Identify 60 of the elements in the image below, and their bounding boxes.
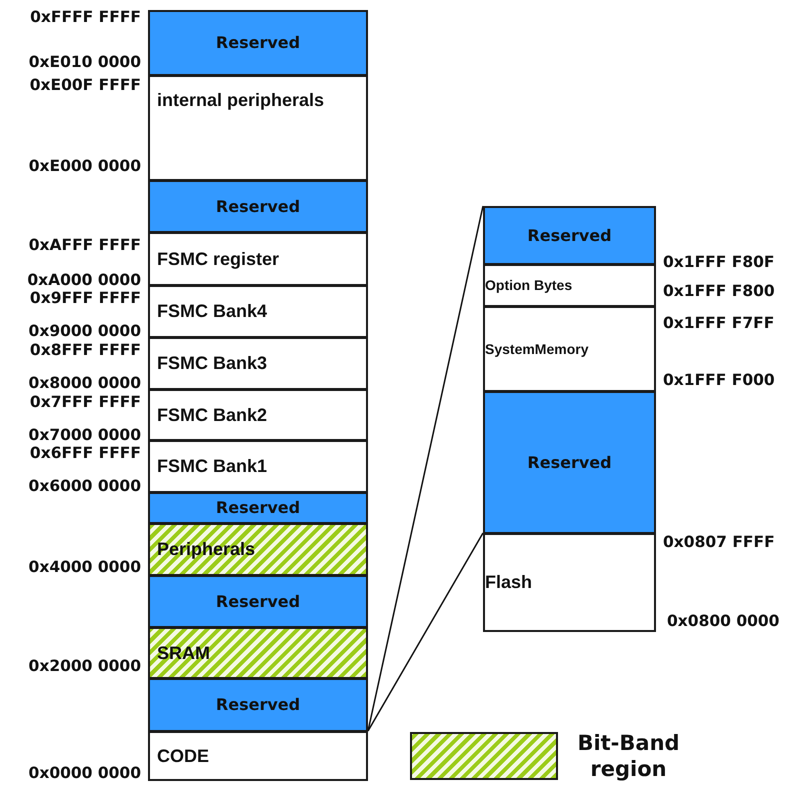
region-label: FSMC register <box>157 248 280 271</box>
address-label: 0x7FFF FFFF <box>30 393 141 411</box>
region-label: SystemMemory <box>485 340 588 359</box>
address-label: 0x7000 0000 <box>28 426 141 444</box>
reserved-region <box>148 678 368 732</box>
reserved-region <box>148 575 368 628</box>
bit-band-region <box>148 627 368 679</box>
address-label: 0xE010 0000 <box>28 53 141 71</box>
reserved-region <box>148 492 368 524</box>
reserved-region <box>483 206 656 265</box>
region-label: internal peripherals <box>157 89 324 112</box>
address-label: 0xAFFF FFFF <box>28 236 141 254</box>
address-label: 0xE00F FFFF <box>30 76 141 94</box>
region-label: Reserved <box>216 32 300 54</box>
region-label: Reserved <box>216 196 300 218</box>
reserved-region <box>483 391 656 534</box>
region-label: FSMC Bank4 <box>157 300 268 324</box>
address-label: 0x0807 FFFF <box>663 533 775 551</box>
address-label: 0x1FFF F000 <box>663 371 775 389</box>
memory-region <box>148 440 368 493</box>
address-label: 0x2000 0000 <box>28 657 141 675</box>
memory-region <box>148 337 368 390</box>
region-label: FSMC Bank3 <box>157 352 268 376</box>
address-label: 0x8000 0000 <box>28 374 141 392</box>
address-label: 0xE000 0000 <box>28 157 141 175</box>
address-label: 0xA000 0000 <box>27 271 141 289</box>
address-label: 0x6000 0000 <box>28 477 141 495</box>
region-label: Reserved <box>216 590 300 613</box>
memory-region <box>483 306 656 392</box>
address-label: 0x8FFF FFFF <box>30 341 141 359</box>
region-label: Option Bytes <box>485 276 572 296</box>
reserved-region <box>148 10 368 76</box>
memory-region <box>483 533 656 632</box>
address-label: 0x0000 0000 <box>28 764 141 782</box>
memory-region <box>483 264 656 307</box>
region-label: Reserved <box>527 452 612 474</box>
address-label: 0x6FFF FFFF <box>30 444 141 462</box>
address-label: 0x1FFF F800 <box>663 282 775 300</box>
region-label: Reserved <box>216 694 300 716</box>
address-label: 0x0800 0000 <box>667 612 780 630</box>
address-label: 0x4000 0000 <box>28 558 141 576</box>
region-label: CODE <box>157 744 210 768</box>
region-label: FSMC Bank2 <box>157 404 268 427</box>
region-label: Flash <box>485 571 532 594</box>
zoom-line <box>367 532 484 732</box>
region-label: FSMC Bank1 <box>157 455 268 478</box>
memory-region <box>148 285 368 338</box>
region-label: Reserved <box>216 497 300 520</box>
address-label: 0x1FFF F80F <box>663 253 774 271</box>
memory-region <box>148 232 368 286</box>
region-label: Reserved <box>527 224 612 247</box>
reserved-region <box>148 180 368 233</box>
legend-label: Bit-Band region <box>576 730 681 782</box>
address-label: 0xFFFF FFFF <box>30 8 141 26</box>
address-label: 0x9FFF FFFF <box>30 289 141 307</box>
address-label: 0x1FFF F7FF <box>663 314 774 332</box>
memory-region <box>148 731 368 781</box>
address-label: 0x9000 0000 <box>28 322 141 340</box>
memory-region <box>148 389 368 441</box>
memory-region <box>148 75 368 181</box>
